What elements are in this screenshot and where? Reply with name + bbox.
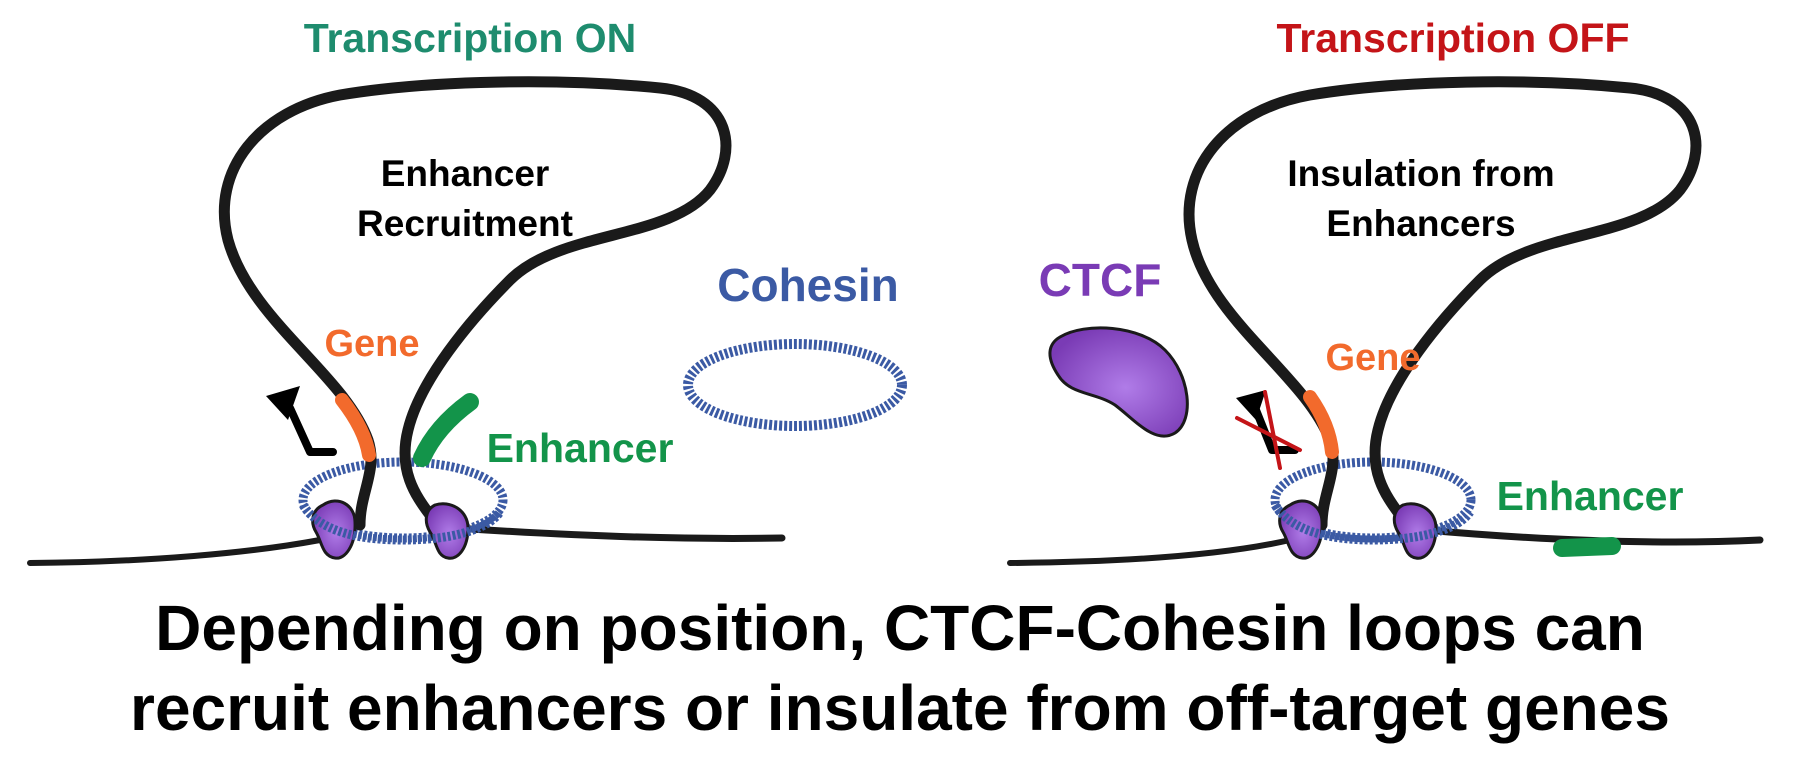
cohesin-ring-icon [683,339,907,431]
caption-line-1: Depending on position, CTCF-Cohesin loop… [155,592,1645,664]
right-gene-label: Gene [1325,337,1420,379]
ctcf-protein-icon [1048,326,1189,438]
right-loop-label-line1: Insulation from [1287,153,1554,194]
left-loop-label-line1: Enhancer [381,153,550,194]
right-blocked-transcription-arrow [1236,390,1299,454]
cohesin-legend-label: Cohesin [717,259,898,311]
left-status-label: Transcription ON [304,15,637,61]
right-enhancer-label: Enhancer [1497,473,1684,519]
right-ctcf-protein-right [1392,502,1438,560]
left-enhancer-segment [413,393,479,467]
blocked-x-icon [1235,390,1302,470]
left-enhancer-label: Enhancer [487,425,674,471]
left-dna-baseline-left [27,537,323,566]
right-dna-loop [1183,76,1702,531]
ctcf-legend-label: CTCF [1039,254,1162,306]
right-enhancer-segment [1553,537,1621,557]
legend: Cohesin CTCF [683,254,1189,438]
left-loop-label-line2: Recruitment [357,203,573,244]
left-transcription-arrow [266,386,337,456]
left-dna-loop [218,76,732,531]
left-dna-baseline-right [451,524,786,542]
caption-line-2: recruit enhancers or insulate from off-t… [130,672,1670,744]
left-cohesin-ring-front [299,502,504,545]
left-gene-segment [335,393,376,462]
right-panel: Transcription OFF Insulation from Enhanc… [1007,15,1764,566]
left-ctcf-protein-right [424,502,470,560]
left-panel: Transcription ON Enhancer Recruitment Ge… [27,15,786,566]
right-dna-baseline-left [1007,537,1293,566]
right-loop-label-line2: Enhancers [1326,203,1515,244]
right-gene-segment [1303,390,1339,459]
right-status-label: Transcription OFF [1276,15,1629,61]
left-gene-label: Gene [324,323,419,365]
